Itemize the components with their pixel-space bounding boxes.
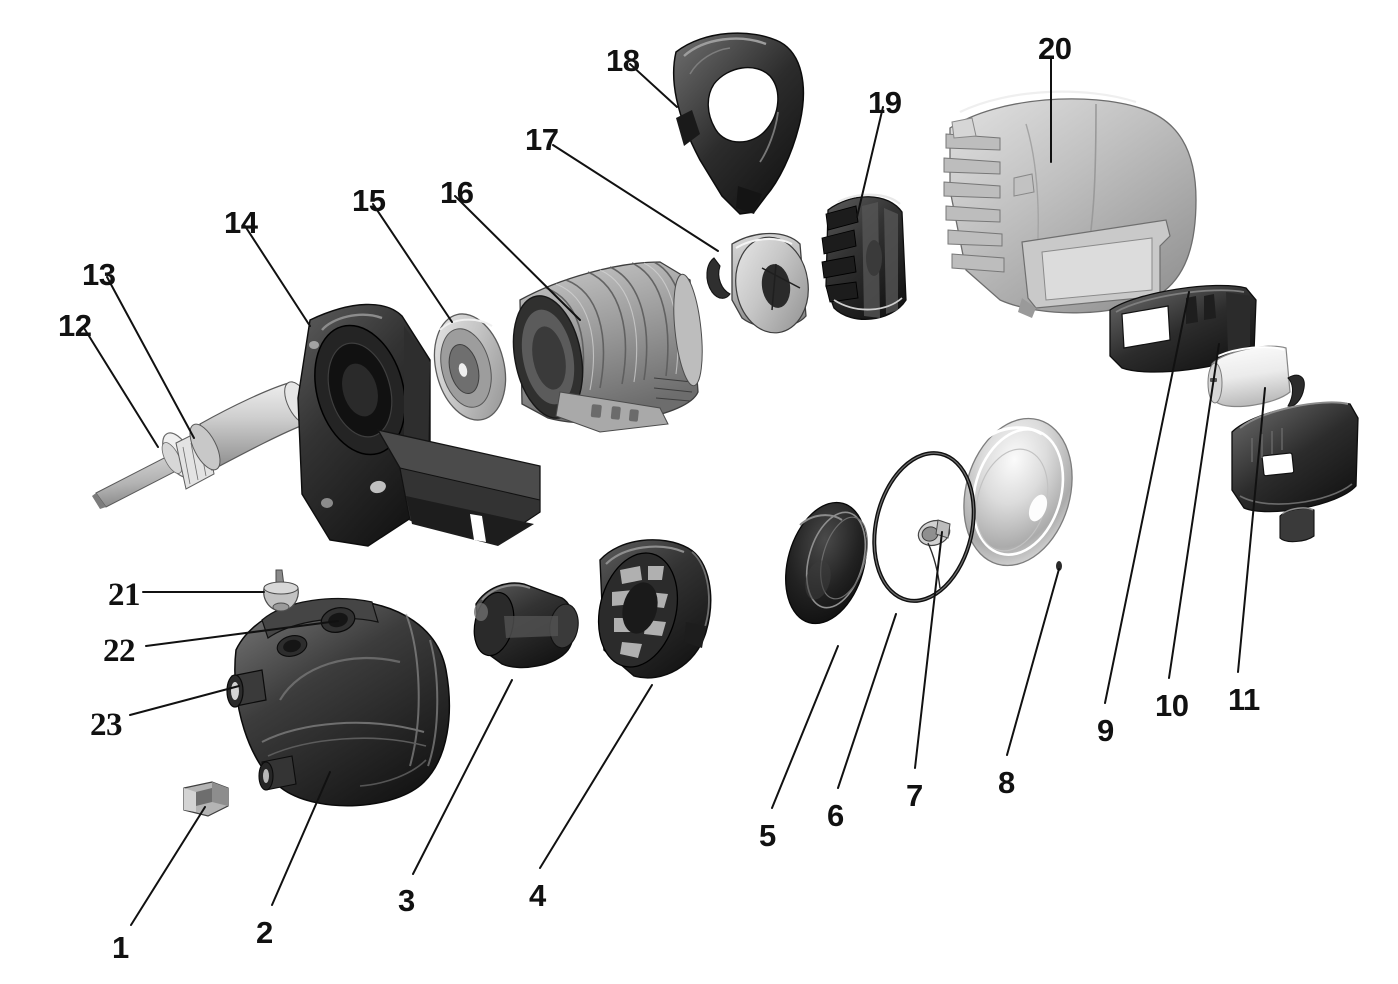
callout-number-16: 16 <box>440 175 474 210</box>
callout-number-8: 8 <box>998 765 1015 800</box>
callout-number-23: 23 <box>90 707 123 743</box>
part-18-terminal-cover <box>672 32 805 215</box>
leader-line-10 <box>1168 343 1220 679</box>
part-1-mounting-clip <box>183 781 229 817</box>
part-14-motor-bracket-foot <box>297 303 541 547</box>
part-4-diffuser-ring <box>597 539 712 679</box>
leader-line-22 <box>145 620 339 647</box>
callout-number-5: 5 <box>759 818 776 853</box>
part-21-priming-plug-screw <box>263 569 299 612</box>
part-6-o-ring-seal <box>872 451 976 603</box>
leader-line-16 <box>454 195 581 321</box>
callout-number-18: 18 <box>606 43 640 78</box>
leader-line-3 <box>412 679 513 875</box>
leader-line-19 <box>856 106 884 218</box>
part-23-drain-port-nipple <box>226 669 267 708</box>
leader-line-4 <box>539 684 653 869</box>
callout-number-4: 4 <box>529 878 546 913</box>
part-2-pump-body-housing <box>226 597 451 807</box>
leader-line-18 <box>629 63 678 108</box>
leader-line-2 <box>271 771 331 906</box>
leader-line-11 <box>1237 387 1266 673</box>
callout-number-20: 20 <box>1038 31 1072 66</box>
part-9-capacitor-box-base <box>1109 284 1257 373</box>
callout-number-1: 1 <box>112 930 129 965</box>
leader-line-5 <box>771 645 839 809</box>
part-5-impeller-disc <box>785 501 868 625</box>
callout-number-9: 9 <box>1097 713 1114 748</box>
part-16-stator-field-coil <box>512 261 703 433</box>
leader-line-8 <box>1006 568 1060 756</box>
leader-line-17 <box>552 144 719 252</box>
leader-line-14 <box>244 225 311 327</box>
leader-line-1 <box>130 806 206 926</box>
leader-line-23 <box>129 685 240 716</box>
callout-number-14: 14 <box>224 205 258 240</box>
leader-line-12 <box>83 327 159 448</box>
callout-number-11: 11 <box>1228 682 1260 717</box>
callout-number-7: 7 <box>906 778 923 813</box>
part-22-plug-boss-port <box>276 607 356 657</box>
leader-line-15 <box>372 203 453 323</box>
callout-number-13: 13 <box>82 257 116 292</box>
callout-number-2: 2 <box>256 915 273 950</box>
part-10-capacitor <box>1207 345 1305 408</box>
part-20-motor-housing-cover <box>943 90 1197 318</box>
part-11-capacitor-cover <box>1231 401 1359 543</box>
leader-line-6 <box>837 613 897 789</box>
leader-line-7 <box>914 531 943 769</box>
part-3-venturi-ejector <box>473 582 579 669</box>
leader-line-13 <box>106 276 195 439</box>
callout-number-6: 6 <box>827 798 844 833</box>
leader-line-9 <box>1104 291 1190 704</box>
part-17-fan-shroud-disc <box>706 232 809 334</box>
callout-number-15: 15 <box>352 183 386 218</box>
callout-number-3: 3 <box>398 883 415 918</box>
callout-number-21: 21 <box>108 577 141 613</box>
callout-number-17: 17 <box>525 122 559 157</box>
callout-number-12: 12 <box>58 308 92 343</box>
callout-number-19: 19 <box>868 85 902 120</box>
part-19-cooling-fan <box>821 193 907 320</box>
callout-number-10: 10 <box>1155 688 1189 723</box>
part-15-bearing-cap-washer <box>433 313 507 421</box>
callout-number-22: 22 <box>103 633 136 669</box>
